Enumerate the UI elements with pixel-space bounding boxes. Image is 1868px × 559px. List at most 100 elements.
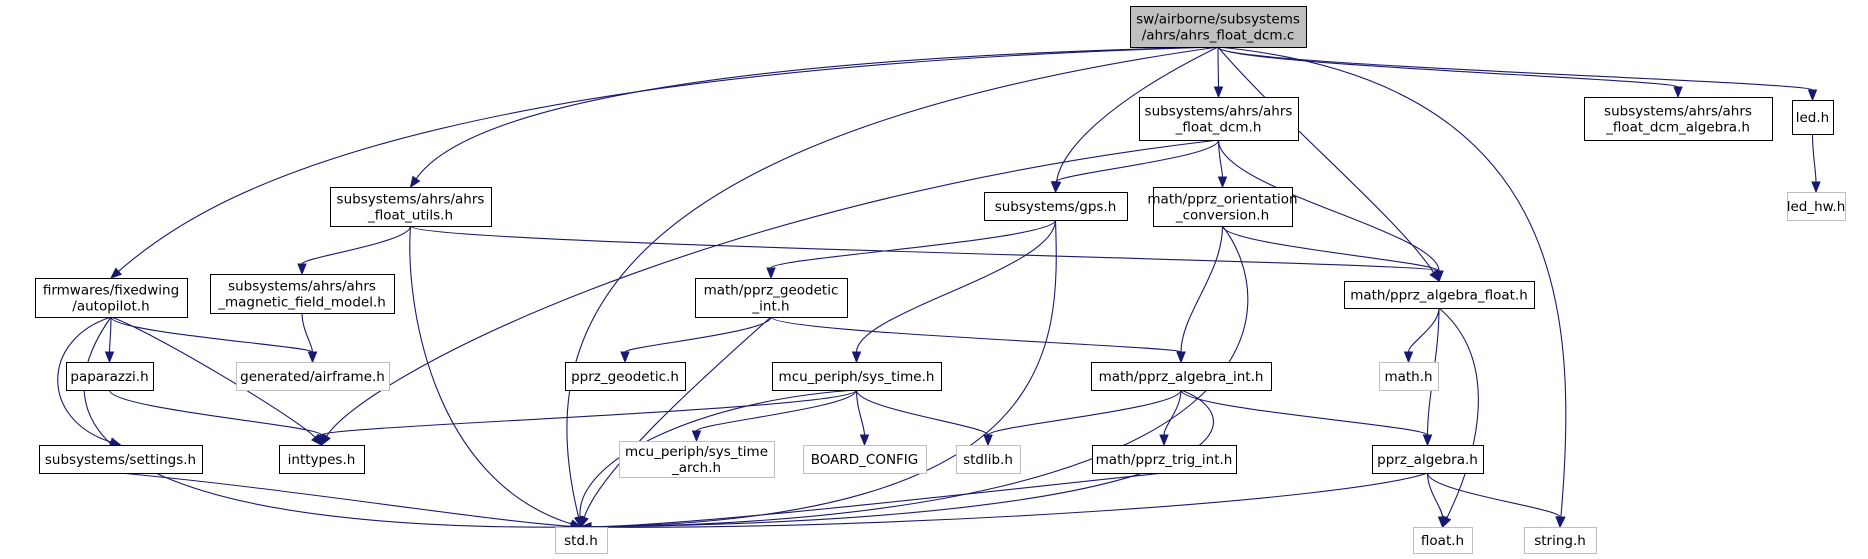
node-alg-float[interactable]: math/pprz_algebra_float.h xyxy=(1344,281,1535,309)
node-label: math/pprz_orientation xyxy=(1147,192,1297,208)
node-box xyxy=(1792,100,1834,135)
node-magfield[interactable]: subsystems/ahrs/ahrs_magnetic_field_mode… xyxy=(210,274,395,314)
node-label: mcu_periph/sys_time xyxy=(625,444,768,460)
edge-utils-to-std xyxy=(409,225,583,529)
arrowhead xyxy=(316,434,327,447)
edge-geodetic-int-to-geodetic xyxy=(620,316,772,364)
node-box xyxy=(1379,362,1439,391)
node-trig-int[interactable]: math/pprz_trig_int.h xyxy=(1092,445,1237,474)
node-sys-time[interactable]: mcu_periph/sys_time.h xyxy=(772,362,942,391)
edge-utils-to-alg-float xyxy=(409,225,1444,283)
node-label: led_hw.h xyxy=(1787,199,1846,215)
node-label: math/pprz_algebra_float.h xyxy=(1350,288,1528,304)
edge-gps-to-geodetic-int xyxy=(766,219,1057,280)
edge-alg-float-to-math xyxy=(1403,307,1440,364)
node-settings[interactable]: subsystems/settings.h xyxy=(39,445,203,474)
node-autopilot[interactable]: firmwares/fixedwing/autopilot.h xyxy=(35,278,188,318)
graph-nodes: sw/airborne/subsystems/ahrs/ahrs_float_d… xyxy=(35,6,1846,554)
arrowhead xyxy=(1434,270,1444,283)
arrowhead xyxy=(1403,351,1414,364)
node-box xyxy=(803,445,927,474)
node-box xyxy=(1372,445,1484,474)
node-box xyxy=(236,362,390,391)
node-label: /ahrs/ahrs_float_dcm.c xyxy=(1142,28,1295,44)
arrowhead xyxy=(620,351,630,364)
arrowhead xyxy=(851,351,862,364)
edge-utils-to-magfield xyxy=(297,225,412,276)
node-label: math/pprz_algebra_int.h xyxy=(1099,369,1264,385)
arrowhead xyxy=(1217,176,1228,189)
node-box xyxy=(330,187,492,227)
arrowhead xyxy=(1673,86,1683,99)
edge-orient-to-alg-float xyxy=(1221,225,1444,283)
node-label: subsystems/ahrs/ahrs xyxy=(1145,104,1293,120)
node-label: math.h xyxy=(1384,369,1432,385)
edge-autopilot-to-settings xyxy=(57,316,122,447)
node-board[interactable]: BOARD_CONFIG xyxy=(803,445,927,474)
node-label: float.h xyxy=(1421,533,1464,549)
edge-geodetic-int-to-alg-int xyxy=(770,316,1186,364)
node-root[interactable]: sw/airborne/subsystems/ahrs/ahrs_float_d… xyxy=(1130,6,1307,48)
node-label: subsystems/gps.h xyxy=(995,199,1117,215)
node-alg-int[interactable]: math/pprz_algebra_int.h xyxy=(1091,362,1272,391)
node-geodetic[interactable]: pprz_geodetic.h xyxy=(565,362,686,391)
node-stdlib[interactable]: stdlib.h xyxy=(956,445,1021,474)
node-sys-time-arch[interactable]: mcu_periph/sys_time_arch.h xyxy=(619,441,775,478)
node-utils[interactable]: subsystems/ahrs/ahrs_float_utils.h xyxy=(330,187,492,227)
node-box xyxy=(1092,445,1237,474)
node-paparazzi[interactable]: paparazzi.h xyxy=(66,362,154,391)
node-float[interactable]: float.h xyxy=(1413,527,1473,554)
node-label: stdlib.h xyxy=(963,452,1013,468)
node-string[interactable]: string.h xyxy=(1524,527,1597,554)
node-box xyxy=(956,445,1021,474)
edge-magfield-to-airframe xyxy=(301,312,318,364)
node-box xyxy=(35,278,188,318)
edge-root-to-alg-float xyxy=(1217,46,1440,283)
arrowhead xyxy=(766,267,776,280)
node-led-hw[interactable]: led_hw.h xyxy=(1787,192,1846,221)
node-inttypes[interactable]: inttypes.h xyxy=(279,445,365,474)
node-box xyxy=(555,527,608,554)
node-dcm-h[interactable]: subsystems/ahrs/ahrs_float_dcm.h xyxy=(1139,97,1299,141)
arrowhead xyxy=(575,516,585,529)
node-label: pprz_geodetic.h xyxy=(571,369,679,385)
edge-pprz-alg-to-float xyxy=(1426,472,1448,529)
node-label: led.h xyxy=(1796,110,1829,126)
edge-gps-to-sys-time xyxy=(851,219,1057,364)
node-orient[interactable]: math/pprz_orientation_conversion.h xyxy=(1147,187,1298,227)
node-pprz-alg[interactable]: pprz_algebra.h xyxy=(1372,445,1484,474)
arrowhead xyxy=(1050,181,1061,194)
node-geodetic-int[interactable]: math/pprz_geodetic_int.h xyxy=(695,278,848,318)
node-label: _float_utils.h xyxy=(367,208,453,224)
node-box xyxy=(1584,97,1773,141)
edge-sys-time-to-sys-time-arch xyxy=(691,389,858,443)
arrowhead xyxy=(307,351,318,364)
node-std[interactable]: std.h xyxy=(555,527,608,554)
node-dcm-alg[interactable]: subsystems/ahrs/ahrs_float_dcm_algebra.h xyxy=(1584,97,1773,141)
node-label: sw/airborne/subsystems xyxy=(1136,12,1300,28)
node-led[interactable]: led.h xyxy=(1792,100,1834,135)
node-airframe[interactable]: generated/airframe.h xyxy=(236,362,390,391)
arrowhead xyxy=(1555,516,1565,529)
node-box xyxy=(984,192,1128,221)
edge-root-to-dcm-h xyxy=(1213,46,1224,99)
node-box xyxy=(1787,192,1846,221)
node-label: BOARD_CONFIG xyxy=(811,452,919,468)
arrowhead xyxy=(983,434,993,447)
node-box xyxy=(1091,362,1272,391)
edge-orient-to-alg-int xyxy=(1176,225,1224,364)
node-label: paparazzi.h xyxy=(70,369,148,385)
node-box xyxy=(66,362,154,391)
node-box xyxy=(1344,281,1535,309)
node-gps[interactable]: subsystems/gps.h xyxy=(984,192,1128,221)
node-label: mcu_periph/sys_time.h xyxy=(779,369,935,385)
node-math[interactable]: math.h xyxy=(1379,362,1439,391)
node-box xyxy=(772,362,942,391)
node-label: subsystems/ahrs/ahrs xyxy=(1604,104,1752,120)
node-label: math/pprz_geodetic xyxy=(704,283,839,299)
arrowhead xyxy=(1811,181,1821,194)
node-box xyxy=(279,445,365,474)
node-label: _float_dcm_algebra.h xyxy=(1605,120,1750,136)
node-label: std.h xyxy=(564,533,598,549)
node-label: math/pprz_trig_int.h xyxy=(1096,452,1233,468)
